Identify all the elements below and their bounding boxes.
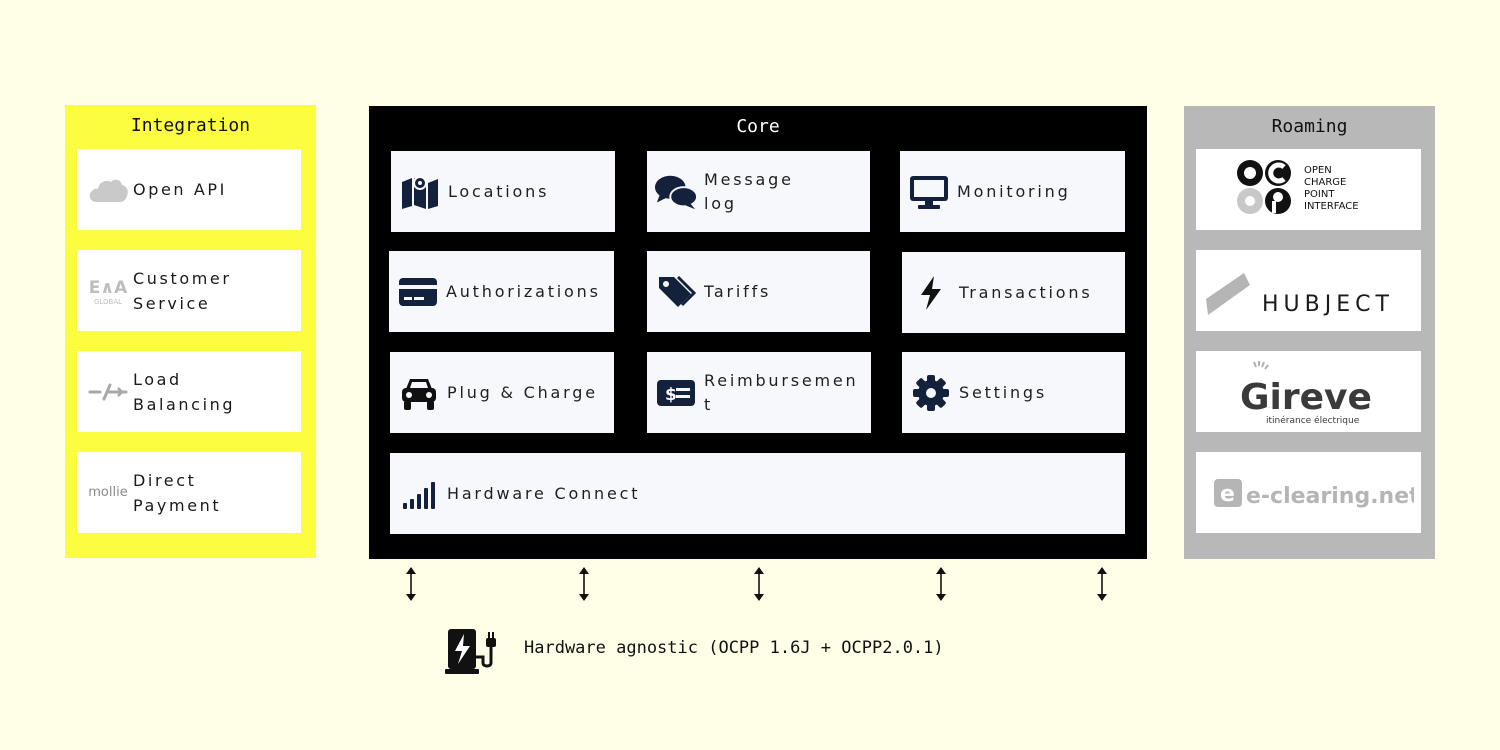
bolt-icon <box>909 275 953 311</box>
car-icon <box>397 373 441 413</box>
svg-text:Gireve: Gireve <box>1240 377 1372 418</box>
plug-charge-card[interactable]: Plug & Charge <box>390 352 614 433</box>
svg-text:itinérance électrique: itinérance électrique <box>1266 415 1360 426</box>
settings-label: Settings <box>959 382 1048 402</box>
svg-text:e: e <box>1220 482 1235 507</box>
open-api-card[interactable]: Open API <box>77 149 301 230</box>
hardware-connect-label: Hardware Connect <box>447 483 641 503</box>
open-api-label: Open API <box>133 180 227 199</box>
bidirectional-arrow-icon <box>754 567 764 601</box>
settings-card[interactable]: Settings <box>902 352 1125 433</box>
transactions-card[interactable]: Transactions <box>902 252 1125 333</box>
gireve-card[interactable]: Gireve itinérance électrique <box>1196 351 1421 432</box>
locations-label: Locations <box>448 181 550 201</box>
signal-icon <box>397 478 441 510</box>
svg-text:POINT: POINT <box>1304 189 1335 200</box>
svg-text:e-clearing.net: e-clearing.net <box>1246 484 1414 509</box>
monitoring-card[interactable]: Monitoring <box>900 151 1125 232</box>
load-balancing-logo-icon <box>85 381 131 403</box>
svg-text:CHARGE: CHARGE <box>1304 177 1346 188</box>
svg-text:$: $ <box>665 385 677 405</box>
gear-icon <box>909 374 953 412</box>
svg-text:E∧A: E∧A <box>89 278 128 298</box>
bidirectional-arrow-icon <box>406 567 416 601</box>
mollie-logo-icon: mollie <box>88 485 128 500</box>
cloud-icon <box>85 176 131 204</box>
credit-card-icon <box>396 276 440 308</box>
locations-card[interactable]: Locations <box>391 151 615 232</box>
map-icon <box>398 174 442 210</box>
bidirectional-arrow-icon <box>936 567 946 601</box>
gireve-logo: Gireve itinérance électrique <box>1240 360 1372 426</box>
authorizations-label: Authorizations <box>446 281 601 301</box>
svg-text:INTERFACE: INTERFACE <box>1304 201 1359 212</box>
tariffs-card[interactable]: Tariffs <box>647 251 870 332</box>
hubject-logo: HUBJECT <box>1205 272 1394 317</box>
authorizations-card[interactable]: Authorizations <box>389 251 614 332</box>
tags-icon <box>654 274 698 310</box>
monitor-icon <box>907 174 951 210</box>
svg-text:HUBJECT: HUBJECT <box>1262 292 1394 317</box>
comments-icon <box>654 173 698 211</box>
transactions-label: Transactions <box>959 282 1093 302</box>
hubject-card[interactable]: HUBJECT <box>1196 250 1421 331</box>
plug-charge-label: Plug & Charge <box>447 382 598 402</box>
svg-text:OPEN: OPEN <box>1304 165 1332 176</box>
roaming-panel: Roaming OPEN CHARGE POINT INTERFACE HUBJ… <box>1184 106 1435 559</box>
e-clearing-logo: e e-clearing.net <box>1213 478 1414 509</box>
ocpi-card[interactable]: OPEN CHARGE POINT INTERFACE <box>1196 149 1421 230</box>
bidirectional-arrow-icon <box>579 567 589 601</box>
hardware-connect-card[interactable]: Hardware Connect <box>390 453 1125 534</box>
bidirectional-arrow-icon <box>1097 567 1107 601</box>
integration-title: Integration <box>130 115 251 136</box>
eva-global-logo-icon: E∧A GLOBAL <box>85 275 131 307</box>
hardware-agnostic-text: Hardware agnostic (OCPP 1.6J + OCPP2.0.1… <box>524 638 944 658</box>
svg-text:GLOBAL: GLOBAL <box>94 298 122 306</box>
ocpi-logo: OPEN CHARGE POINT INTERFACE <box>1236 159 1359 214</box>
money-check-icon: $ <box>654 378 698 408</box>
core-title: Core <box>736 116 780 137</box>
integration-panel: Integration Open API E∧A GLOBAL Customer… <box>65 105 316 558</box>
e-clearing-card[interactable]: e e-clearing.net <box>1196 452 1421 533</box>
ev-charging-station-icon <box>445 629 496 674</box>
monitoring-label: Monitoring <box>957 181 1071 201</box>
roaming-title: Roaming <box>1271 116 1348 137</box>
tariffs-label: Tariffs <box>704 281 772 301</box>
